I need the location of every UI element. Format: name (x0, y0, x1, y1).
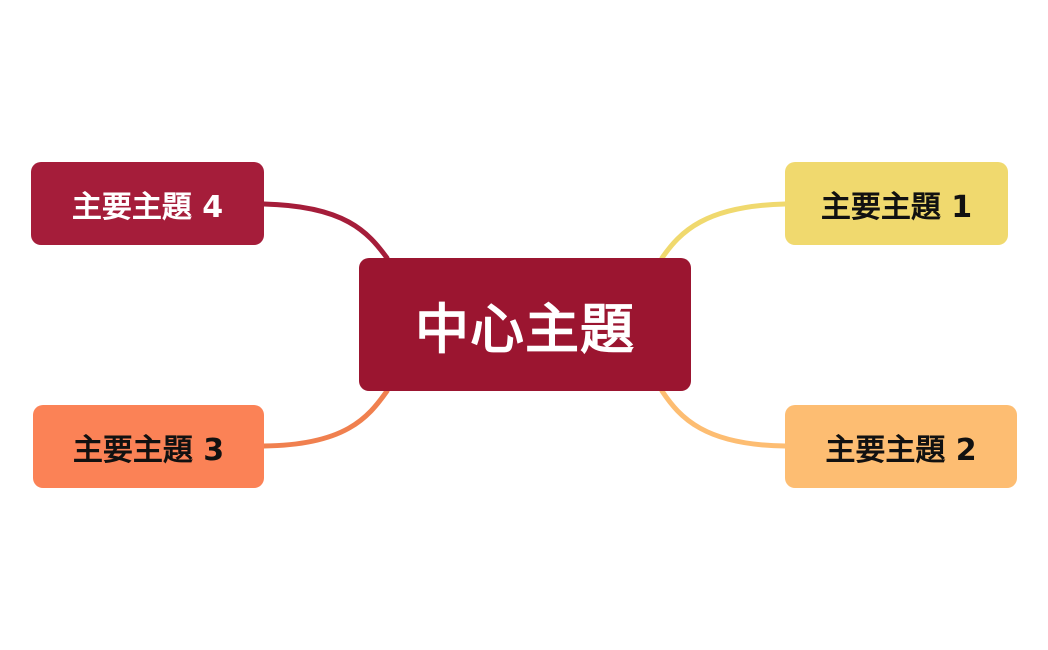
connector-topic-2 (659, 388, 788, 449)
connector-topic-1 (659, 201, 788, 261)
central-topic-node[interactable]: 中心主題 (359, 258, 691, 391)
main-topic-node-3[interactable]: 主要主題 3 (33, 405, 264, 488)
main-topic-label-4: 主要主題 4 (71, 189, 224, 225)
main-topic-label-2: 主要主題 2 (825, 432, 977, 468)
main-topic-node-2[interactable]: 主要主題 2 (785, 405, 1017, 488)
central-topic-label: 中心主題 (415, 298, 635, 361)
main-topic-node-1[interactable]: 主要主題 1 (785, 162, 1008, 245)
connector-topic-4 (261, 201, 390, 261)
connector-topic-3 (261, 388, 390, 449)
main-topic-label-1: 主要主題 1 (820, 189, 973, 225)
main-topic-label-3: 主要主題 3 (72, 432, 225, 468)
main-topic-node-4[interactable]: 主要主題 4 (31, 162, 264, 245)
